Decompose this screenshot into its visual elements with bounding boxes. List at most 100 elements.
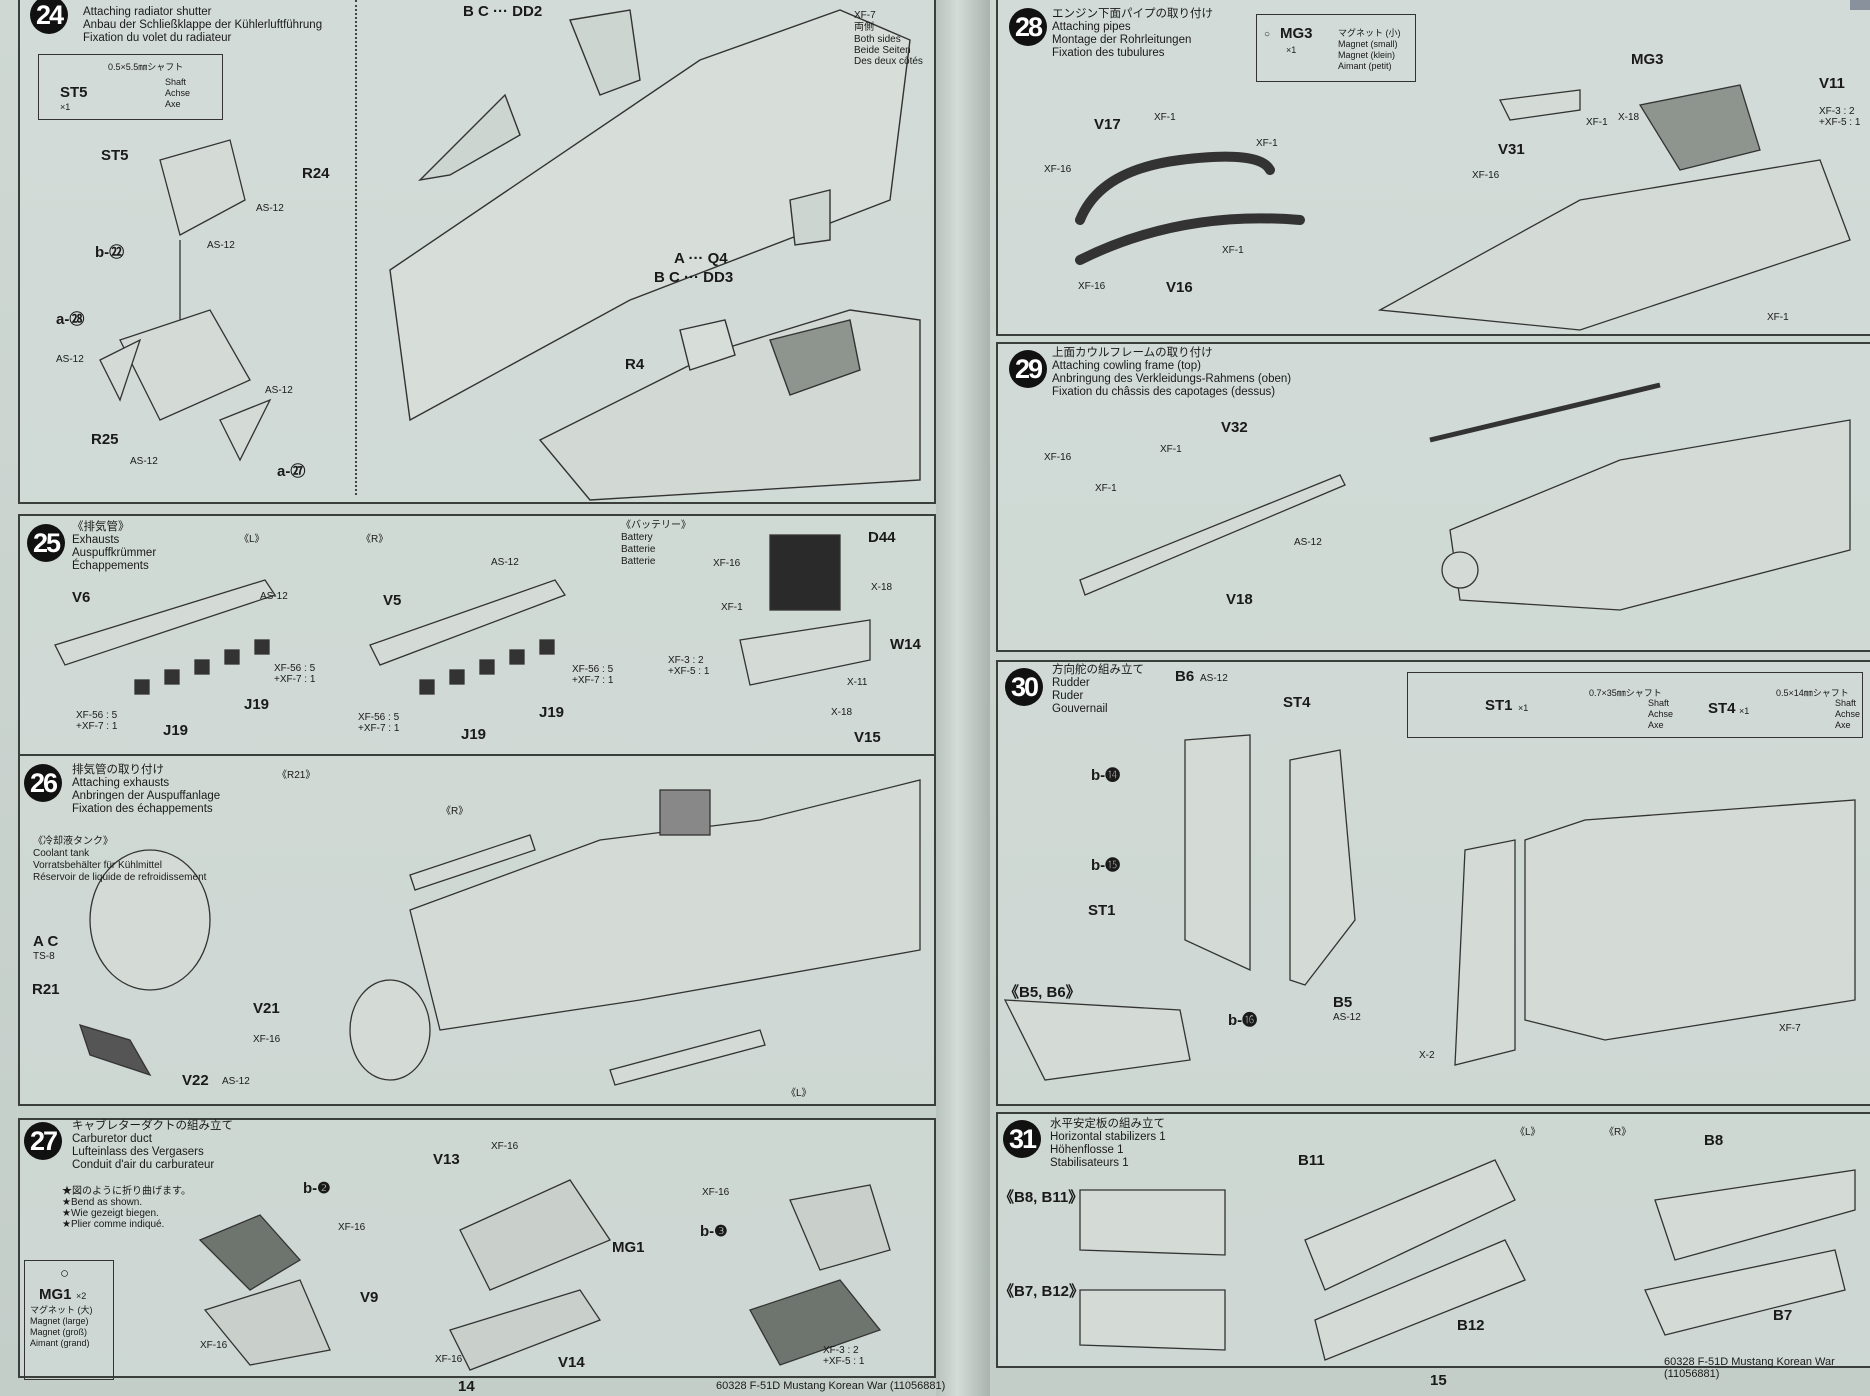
part-label: +XF-5 : 1	[1819, 117, 1861, 128]
paint-callout: XF-16	[713, 558, 741, 569]
note-label: 《バッテリー》	[621, 520, 691, 531]
part-label: +XF-5 : 1	[668, 666, 710, 677]
step-title-translation: Montage der Rohrleitungen	[1052, 34, 1192, 46]
part-label: R25	[91, 431, 119, 448]
part-box-text: Achse	[1648, 709, 1674, 719]
part-label: +XF-7 : 1	[358, 723, 400, 734]
paint-callout: XF-1	[1256, 138, 1278, 149]
part-label: a-㉗	[277, 463, 306, 480]
note-label: 《L》	[786, 1088, 812, 1099]
part-label: Coolant tank	[33, 848, 90, 859]
note-label: 《B8, B11》	[999, 1189, 1084, 1206]
carburetor-duct-illustration	[198, 1179, 891, 1371]
page-gutter	[936, 0, 990, 1396]
part-box-text: ○	[60, 1265, 70, 1282]
paint-callout: XF-16	[253, 1034, 281, 1045]
page-number-right: 15	[1430, 1372, 1447, 1389]
part-label: B C ··· DD3	[654, 269, 734, 286]
paint-callout: XF-56 : 5	[572, 664, 614, 675]
paint-callout: AS-12	[1294, 537, 1322, 548]
paint-callout: XF-16	[1472, 170, 1500, 181]
paint-callout: XF-56 : 5	[358, 712, 400, 723]
part-label: R4	[625, 356, 645, 373]
part-label: R21	[32, 981, 60, 998]
paint-callout: AS-12	[56, 354, 84, 365]
part-label: V18	[1226, 591, 1253, 608]
paint-callout: TS-8	[33, 951, 55, 962]
part-box-text: ×1	[1286, 45, 1297, 55]
step-title-translation: Exhausts	[72, 534, 120, 546]
paint-callout: XF-1	[1160, 444, 1182, 455]
note-label: 《L》	[239, 534, 265, 545]
step-title-translation: Fixation du châssis des capotages (dessu…	[1052, 386, 1276, 398]
part-box-text: ×2	[76, 1291, 87, 1301]
part-label: b-⓯	[1091, 857, 1121, 874]
step-title-translation: Anbringung des Verkleidungs-Rahmens (obe…	[1052, 373, 1292, 385]
part-label: ST1	[1088, 902, 1116, 919]
paint-callout: XF-1	[1095, 483, 1117, 494]
step-title-translation: Horizontal stabilizers 1	[1050, 1131, 1166, 1143]
step-title-translation: Fixation du volet du radiateur	[83, 32, 232, 44]
step-title-line: 水平安定板の組み立て	[1050, 1118, 1165, 1130]
step-title-translation: Attaching exhausts	[72, 777, 170, 789]
paint-callout: XF-3 : 2	[823, 1345, 859, 1356]
paint-callout: X-18	[1618, 112, 1640, 123]
step-24-divider	[355, 0, 357, 495]
part-label: V32	[1221, 419, 1248, 436]
rudder-illustration	[1003, 734, 1856, 1081]
step-title-translation: Auspuffkrümmer	[72, 547, 157, 559]
note-label: 《R》	[1604, 1127, 1632, 1138]
part-box-text: Axe	[1835, 720, 1851, 730]
paint-callout: AS-12	[260, 591, 288, 602]
part-label: V5	[383, 592, 402, 609]
step-title-translation: Attaching cowling frame (top)	[1052, 360, 1201, 372]
fuselage-cockpit-illustration	[389, 9, 921, 501]
step-30-number-badge: 30	[1005, 668, 1043, 706]
part-label: V15	[854, 729, 881, 746]
part-label: V13	[433, 1151, 460, 1168]
part-label: MG1	[612, 1239, 645, 1256]
step-title-translation: Ruder	[1052, 690, 1084, 702]
page-number-left: 14	[458, 1378, 475, 1395]
step-title-translation: Fixation des tubulures	[1052, 47, 1165, 59]
paint-callout: AS-12	[491, 557, 519, 568]
part-label: B8	[1704, 1132, 1724, 1149]
part-label: b-❸	[700, 1223, 728, 1240]
part-box-text: 0.7×35㎜シャフト	[1589, 688, 1662, 698]
step-title-line: エンジン下面パイプの取り付け	[1052, 8, 1213, 20]
step-title-line: 排気管の取り付け	[72, 764, 164, 776]
engine-exhaust-installation-illustration	[78, 779, 921, 1086]
step-title-line: Attaching radiator shutter	[83, 6, 212, 18]
step-title-line: 方向舵の組み立て	[1052, 664, 1144, 676]
footer-product-code-right: 60328 F-51D Mustang Korean War (11056881…	[1664, 1356, 1835, 1380]
step-title-translation: Carburetor duct	[72, 1133, 152, 1145]
part-box-text: Magnet (large)	[30, 1316, 89, 1326]
part-box-text: Shaft	[165, 77, 187, 87]
mg1-magnet-box	[24, 1260, 114, 1380]
paint-callout: XF-56 : 5	[274, 663, 316, 674]
paint-callout: XF-1	[1222, 245, 1244, 256]
paint-callout: XF-1	[721, 602, 743, 613]
part-label: Both sides	[854, 34, 901, 45]
part-label: B7	[1773, 1307, 1793, 1324]
step-title-translation: Stabilisateurs 1	[1050, 1157, 1129, 1169]
part-label: +XF-7 : 1	[274, 674, 316, 685]
note-label: ★Plier comme indiqué.	[62, 1219, 165, 1230]
part-label: b-㉒	[95, 244, 125, 261]
step-24-number-badge: 24	[30, 0, 68, 34]
part-box-text: マグネット (小)	[1338, 28, 1401, 38]
paint-callout: X-11	[847, 677, 868, 688]
step-title-translation: Conduit d'air du carburateur	[72, 1159, 215, 1171]
paint-callout: XF-3 : 2	[668, 655, 704, 666]
part-label: B C ··· DD2	[463, 3, 543, 20]
footer-product-code-left: 60328 F-51D Mustang Korean War (11056881…	[716, 1380, 946, 1392]
shaft-box-st1-st4	[1407, 672, 1863, 738]
part-label: J19	[539, 704, 565, 721]
part-box-text: 0.5×14㎜シャフト	[1776, 688, 1849, 698]
part-box-text: ○	[1264, 29, 1271, 40]
part-box-text: Shaft	[1648, 698, 1670, 708]
step-28-number-badge: 28	[1009, 8, 1047, 46]
paint-callout: AS-12	[1333, 1012, 1361, 1023]
note-label: 《R21》	[277, 770, 316, 781]
note-label: 《L》	[1515, 1127, 1541, 1138]
